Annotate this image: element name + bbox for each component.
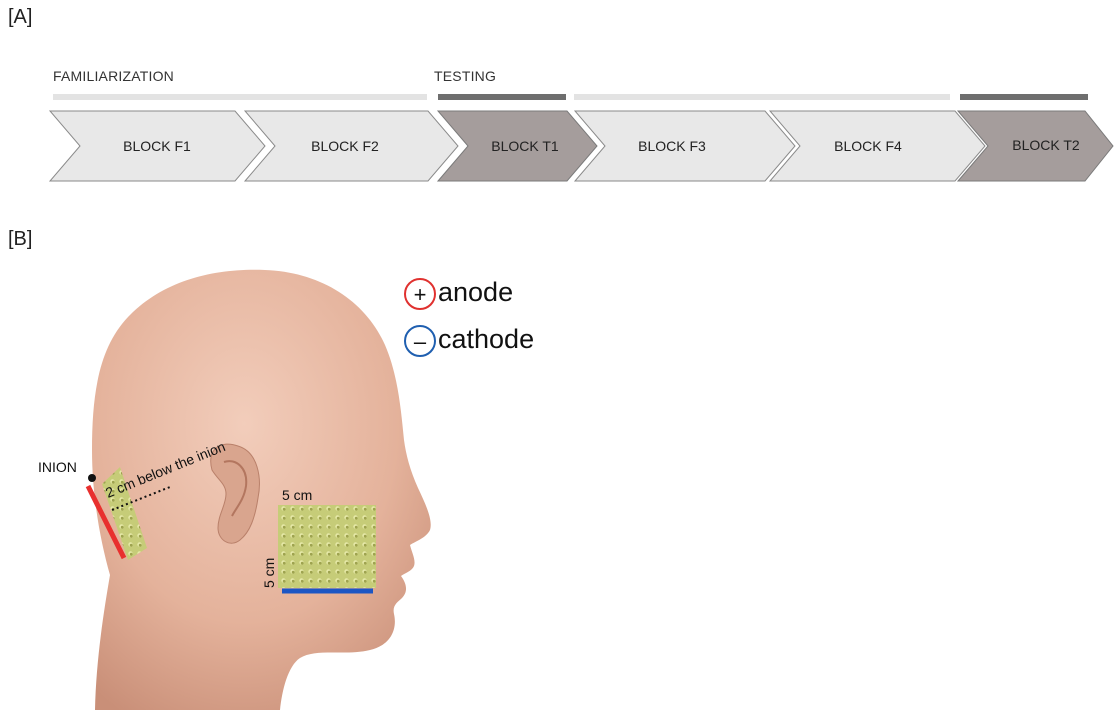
cathode-symbol: – (414, 329, 427, 354)
cathode-legend-label: cathode (438, 324, 534, 355)
height-label: 5 cm (261, 558, 277, 588)
block-f4-label: BLOCK F4 (834, 138, 902, 154)
panel-b-label: [B] (8, 228, 32, 251)
head-illustration (92, 270, 431, 710)
block-f3-label: BLOCK F3 (638, 138, 706, 154)
cathode-electrode (278, 505, 376, 591)
inion-marker (88, 474, 96, 482)
anode-legend-label: anode (438, 277, 513, 308)
block-t1-label: BLOCK T1 (491, 138, 559, 154)
width-label: 5 cm (282, 487, 312, 503)
anode-symbol: + (414, 282, 427, 307)
block-t2-label: BLOCK T2 (1012, 137, 1080, 153)
inion-label: INION (38, 459, 77, 475)
cathode-pad (278, 505, 376, 588)
block-f2-label: BLOCK F2 (311, 138, 379, 154)
legend: + – (405, 279, 435, 356)
head-shape (92, 270, 431, 710)
block-sequence: BLOCK F1 BLOCK F2 BLOCK T1 BLOCK F3 BLOC… (50, 111, 1113, 181)
block-f1-label: BLOCK F1 (123, 138, 191, 154)
